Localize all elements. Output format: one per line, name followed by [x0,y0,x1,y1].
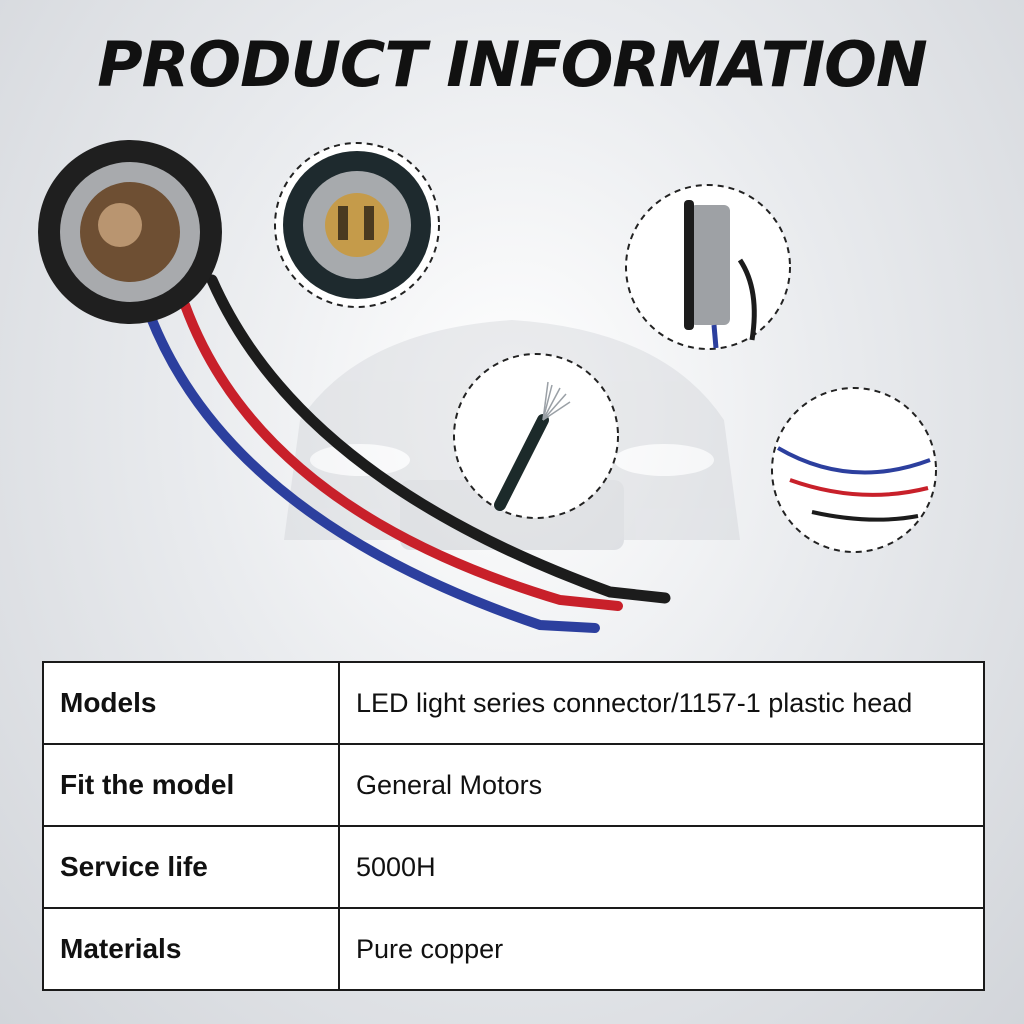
table-row: Models LED light series connector/1157-1… [42,661,985,745]
table-row: Fit the model General Motors [42,743,985,827]
spec-label: Service life [42,825,340,909]
spec-table: Models LED light series connector/1157-1… [42,661,985,991]
spec-value: General Motors [338,743,985,827]
spec-label: Fit the model [42,743,340,827]
table-row: Service life 5000H [42,825,985,909]
page-title: PRODUCT INFORMATION [97,28,928,101]
table-row: Materials Pure copper [42,907,985,991]
bulb-socket-icon [38,140,671,633]
spec-label: Models [42,661,340,745]
product-illustration [38,140,937,633]
spec-label: Materials [42,907,340,991]
socket-side-detail-icon [625,184,791,350]
spec-value: 5000H [338,825,985,909]
spec-value: LED light series connector/1157-1 plasti… [338,661,985,745]
stripped-wire-detail-icon [453,353,619,519]
wire-colors-detail-icon [771,387,937,553]
socket-front-detail-icon [274,142,440,308]
spec-value: Pure copper [338,907,985,991]
